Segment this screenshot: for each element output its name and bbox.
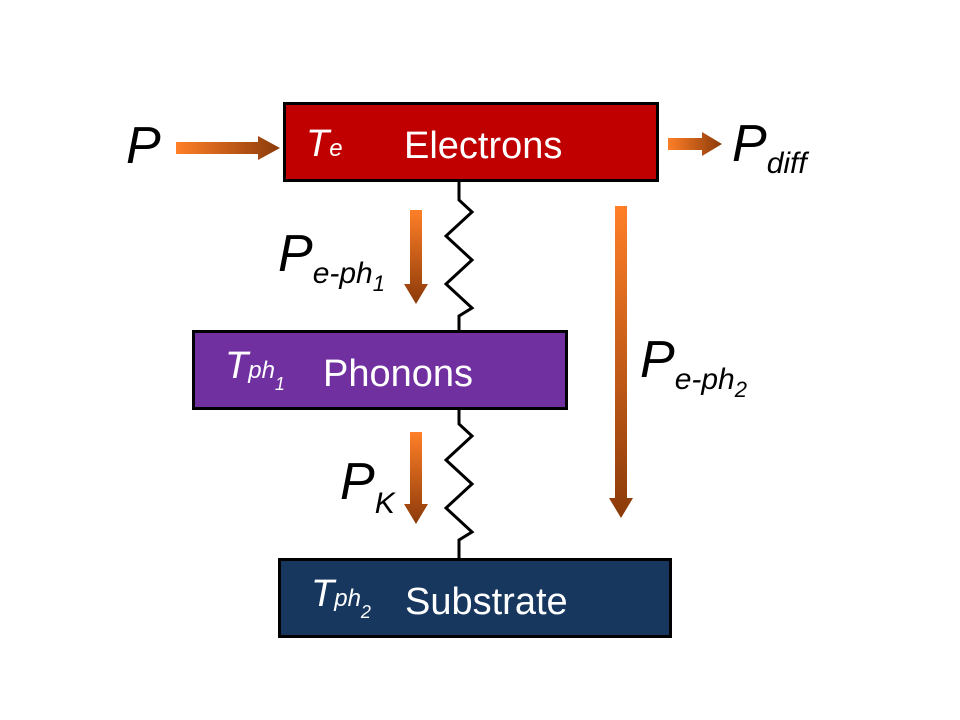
electrons-label: Electrons xyxy=(404,125,563,167)
power-in-label: P xyxy=(126,117,161,175)
substrate-label: Substrate xyxy=(405,581,568,623)
arrow-power-in xyxy=(176,136,280,160)
spring-electrons-phonons xyxy=(443,180,475,332)
power-diff-label: Pdiff xyxy=(732,115,807,180)
phonon-temperature: Tph1 xyxy=(225,345,285,394)
electrons-box: Te Electrons xyxy=(283,102,659,182)
electron-temperature: Te xyxy=(306,123,343,165)
substrate-box: Tph2 Substrate xyxy=(278,558,672,638)
arrow-p-eph2 xyxy=(609,206,633,518)
phonons-label: Phonons xyxy=(323,353,474,395)
phonons-box: Tph1 Phonons xyxy=(192,330,568,410)
substrate-temperature: Tph2 xyxy=(311,573,371,622)
arrow-p-k xyxy=(404,432,428,524)
p-eph2-label: Pe-ph2 xyxy=(640,331,747,402)
arrow-power-diff xyxy=(668,132,722,156)
p-eph1-label: Pe-ph1 xyxy=(278,225,385,296)
arrow-p-eph1 xyxy=(404,210,428,304)
spring-phonons-substrate xyxy=(443,408,475,560)
p-k-label: PK xyxy=(340,453,395,520)
